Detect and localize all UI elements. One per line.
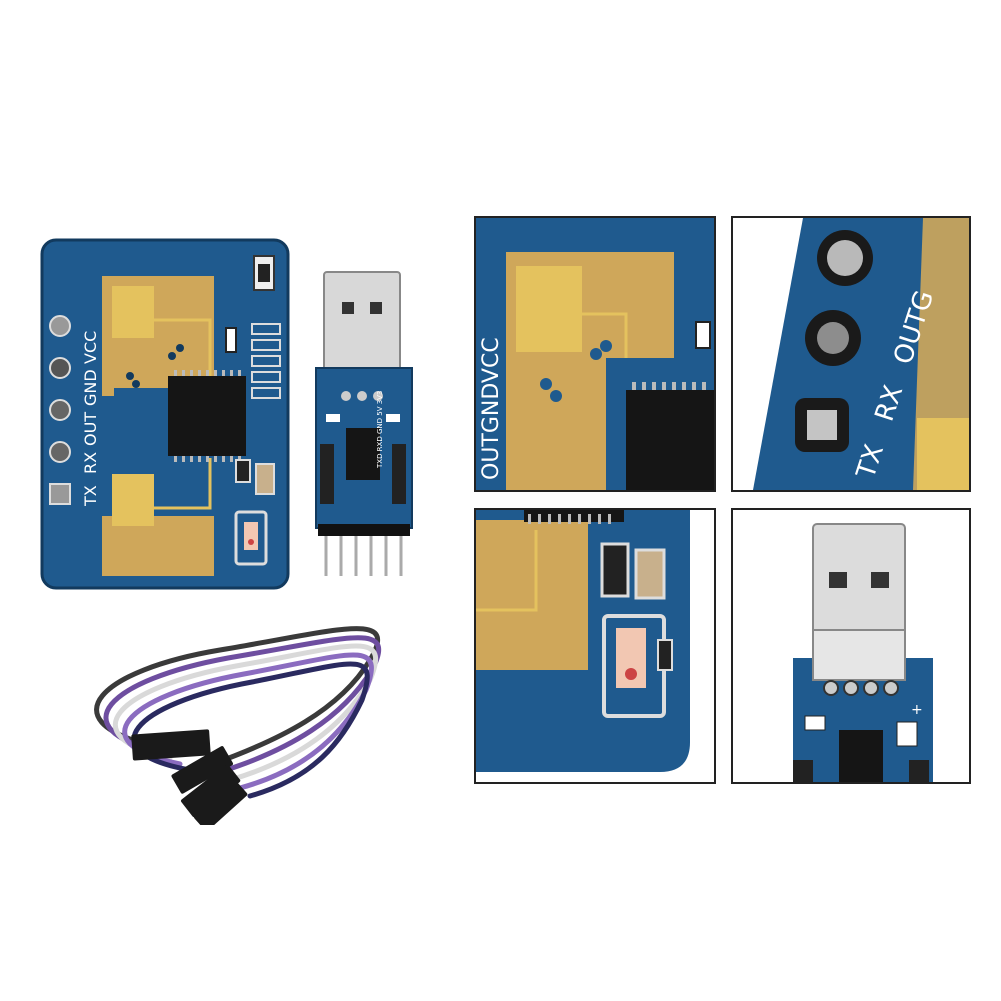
label-tx: TX — [81, 485, 100, 507]
antenna-pad-top — [112, 286, 154, 338]
pin-holes — [49, 315, 71, 505]
zoom-pins-svg: TX RX OUTG — [733, 218, 969, 490]
label-vcc: VCC — [81, 331, 100, 364]
jumper-wires — [80, 600, 390, 825]
zoom-label-pins: OUTGNDVCC — [479, 337, 504, 480]
radar-module-board: TX RX OUT GND VCC — [40, 238, 290, 590]
label-rx: RX — [81, 452, 100, 474]
zoom-pin-header: TX RX OUTG — [731, 216, 971, 492]
zoom-usb-plug: + — [731, 508, 971, 784]
usb-header-text: TXD RXD GND 5V 3V3 — [376, 391, 384, 469]
zoom-antenna-corner: OUTGNDVCC — [474, 216, 716, 492]
zoom-antenna-svg: OUTGNDVCC — [476, 218, 714, 490]
zoom-pin-holes — [795, 230, 873, 452]
zoom-led-corner — [474, 508, 716, 784]
label-out: OUT — [81, 412, 100, 446]
usb-adapter-svg: TXD RXD GND 5V 3V3 — [315, 271, 413, 576]
zoom-plus-sign: + — [911, 702, 923, 718]
zoom-usb-svg: + — [733, 510, 969, 782]
radar-module-svg: TX RX OUT GND VCC — [40, 238, 290, 590]
usb-ttl-adapter: TXD RXD GND 5V 3V3 — [312, 268, 416, 580]
usb-chip — [346, 428, 380, 480]
jumper-wires-svg — [94, 626, 382, 825]
label-gnd: GND — [81, 369, 100, 406]
dupont-connectors — [131, 729, 248, 825]
antenna-pad-bottom — [112, 474, 154, 526]
zoom-led-svg — [476, 510, 714, 782]
radar-chip — [168, 376, 246, 456]
